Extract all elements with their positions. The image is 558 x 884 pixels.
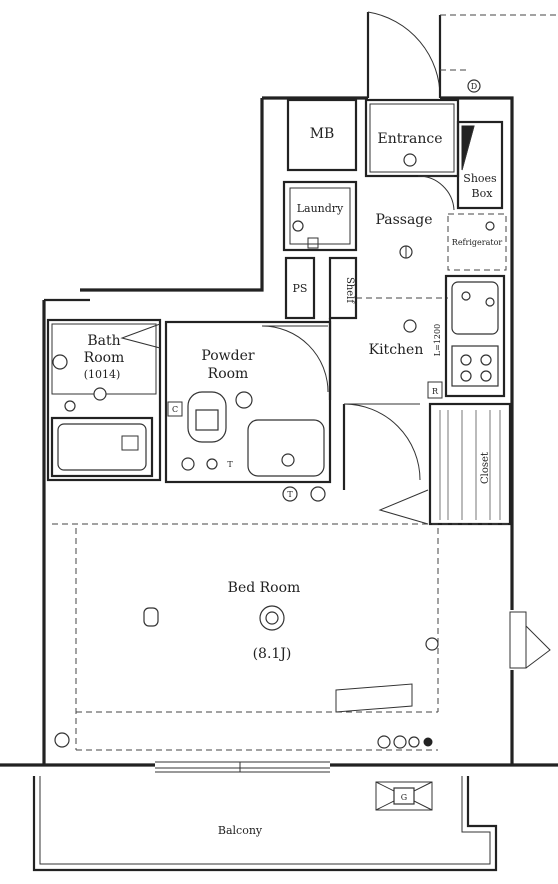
svg-text:(8.1J): (8.1J) [253, 646, 292, 662]
svg-text:Box: Box [472, 187, 494, 200]
svg-text:(1014): (1014) [84, 368, 121, 381]
svg-text:PS: PS [293, 282, 308, 295]
svg-text:Laundry: Laundry [297, 202, 344, 215]
mb-room: MB [286, 98, 358, 172]
svg-text:Balcony: Balcony [218, 824, 263, 837]
svg-text:Bed Room: Bed Room [228, 580, 301, 596]
svg-text:Room: Room [208, 366, 249, 382]
svg-text:R: R [432, 387, 439, 396]
refrigerator-space: Refrigerator [447, 213, 507, 271]
outer-walls [0, 96, 558, 773]
kitchen-area: Kitchen L=1200 R [328, 274, 506, 490]
powder-room: Powder Room C T [164, 320, 332, 484]
laundry-area: Laundry [282, 180, 358, 252]
ps-shelf: PS Shelf [284, 256, 358, 320]
svg-text:Passage: Passage [375, 212, 432, 228]
entrance-door [366, 11, 558, 99]
svg-text:T: T [227, 460, 233, 469]
shoes-box: Shoes Box [456, 120, 504, 210]
entrance-area: Entrance [364, 98, 460, 211]
svg-text:D: D [471, 82, 477, 91]
svg-text:L=1200: L=1200 [433, 324, 442, 356]
svg-text:Room: Room [84, 350, 125, 366]
svg-text:T: T [287, 490, 293, 499]
balcony: Balcony G [32, 776, 498, 872]
tel-jack-icon: T [282, 486, 326, 502]
svg-text:Closet: Closet [480, 452, 491, 484]
svg-text:Powder: Powder [201, 348, 255, 364]
svg-text:Bath: Bath [87, 333, 120, 349]
bed-room: Bed Room (8.1J) [52, 523, 551, 751]
closet-area: Closet [378, 402, 512, 526]
svg-text:MB: MB [310, 126, 335, 142]
meter-d-icon: D [467, 79, 481, 93]
svg-text:Shelf: Shelf [344, 277, 355, 304]
svg-text:C: C [172, 405, 178, 414]
svg-text:Refrigerator: Refrigerator [452, 238, 503, 247]
svg-text:G: G [401, 793, 407, 802]
svg-text:Entrance: Entrance [377, 131, 442, 147]
svg-text:Shoes: Shoes [463, 172, 497, 185]
bath-room: Bath Room (1014) [46, 318, 162, 482]
svg-text:Kitchen: Kitchen [369, 342, 424, 358]
passage-area: Passage [356, 212, 448, 299]
